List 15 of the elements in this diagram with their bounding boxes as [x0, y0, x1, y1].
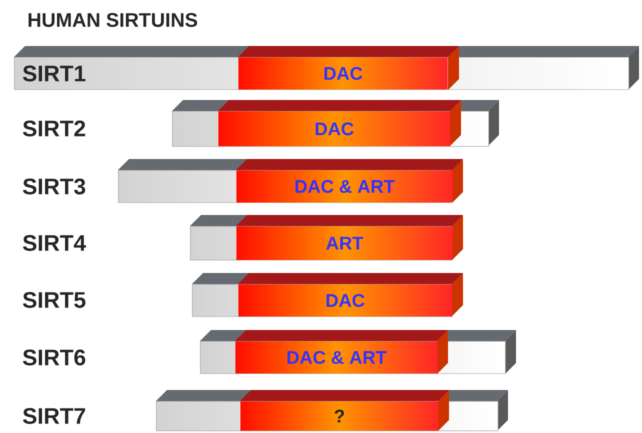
protein-label: SIRT1 [22, 66, 86, 82]
domain-block: DAC & ART [236, 159, 463, 203]
domain-block: DAC [238, 46, 459, 90]
protein-label: SIRT2 [22, 120, 86, 136]
protein-label: SIRT6 [22, 350, 86, 366]
protein-label: SIRT7 [22, 408, 86, 424]
title: HUMAN SIRTUINS [28, 13, 198, 27]
domain-block: ART [236, 215, 463, 260]
domain-block: DAC & ART [235, 330, 448, 374]
protein-label: SIRT5 [22, 292, 86, 308]
domain-block: ? [240, 390, 449, 431]
domain-block: DAC [238, 273, 463, 317]
protein-label: SIRT4 [22, 235, 86, 251]
domain-block: DAC [218, 100, 461, 146]
protein-label: SIRT3 [22, 178, 86, 194]
